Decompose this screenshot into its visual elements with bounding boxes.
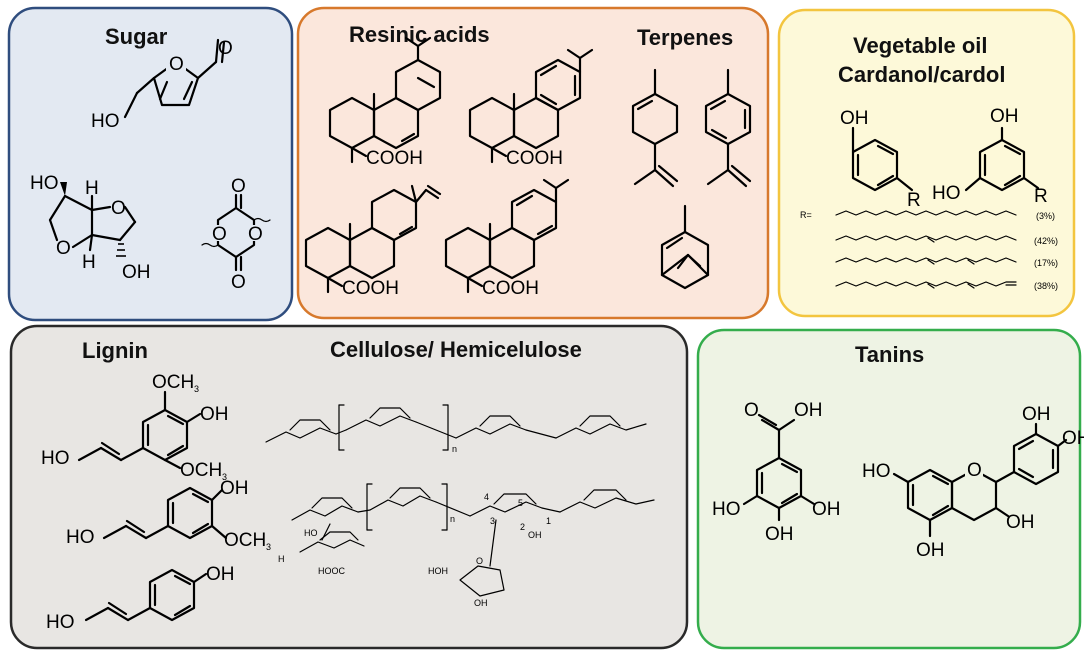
isosorbide-oh: OH	[122, 262, 151, 283]
catechin-oh-right: OH	[1062, 428, 1084, 449]
dehydroabietic-cooh: COOH	[506, 148, 563, 169]
gallic-ho-left: HO	[712, 499, 741, 520]
cardol-r: R	[1034, 186, 1048, 207]
catechin-oh-top: OH	[1022, 404, 1051, 425]
cardol-ho: HO	[932, 183, 961, 204]
isosorbide-h-top: H	[85, 178, 99, 199]
sinapyl-sub3-top: 3	[194, 384, 199, 394]
pimaric-acid-structure: COOH	[304, 184, 442, 299]
alkyl-chains: R= (3%) (42%) (17%) (38%)	[800, 210, 1058, 291]
glucuronic-hooc: HOOC	[318, 566, 346, 576]
tanins-panel	[696, 328, 1082, 650]
sinapyl-alcohol-structure: OCH 3 OH HO OCH 3	[41, 372, 229, 482]
cardol-oh: OH	[990, 106, 1019, 127]
levopimaric-cooh: COOH	[482, 278, 539, 299]
pimaric-cooh: COOH	[342, 278, 399, 299]
carbon-2-oh: OH	[528, 530, 542, 540]
carbon-1: 1	[546, 516, 551, 526]
pinene-structure	[660, 204, 710, 290]
chain-percent-3: (17%)	[1034, 258, 1058, 268]
sinapyl-och3-bottom: OCH	[180, 460, 222, 481]
chain-percent-4: (38%)	[1034, 281, 1058, 291]
arabinose-oh: OH	[474, 598, 488, 608]
coniferyl-sub3: 3	[266, 542, 271, 552]
hmf-aldehyde-oxygen: O	[218, 38, 233, 59]
arabinose-o: O	[476, 556, 483, 566]
lactide-o-top: O	[231, 176, 246, 197]
chain-percent-2: (42%)	[1034, 236, 1058, 246]
hmf-ring-oxygen: O	[169, 54, 184, 75]
hmf-structure: O O HO	[91, 38, 233, 132]
cardanol-r: R	[907, 190, 921, 211]
lactide-structure: O O O O	[201, 176, 271, 293]
isosorbide-h-bottom: H	[82, 252, 96, 273]
coniferyl-oh: OH	[220, 478, 249, 499]
gallic-carbonyl-o: O	[744, 400, 759, 421]
terpenes-title: Terpenes	[637, 25, 733, 50]
cardanol-title: Cardanol/cardol	[838, 62, 1005, 87]
catechin-oh-c3: OH	[1006, 512, 1035, 533]
vegetable-oil-title: Vegetable oil	[853, 33, 988, 58]
arabinose-hoh2c: HOH	[428, 566, 448, 576]
coniferyl-alcohol-structure: OH HO OCH 3	[66, 478, 271, 552]
resinic-terpenes-panel	[296, 6, 770, 320]
coumaryl-ho: HO	[46, 612, 75, 633]
gallic-acid-oh: OH	[794, 400, 823, 421]
carbon-4: 4	[484, 492, 489, 502]
abietic-acid-structure: COOH	[328, 36, 442, 169]
branch-ho: HO	[304, 528, 318, 538]
carbon-5: 5	[518, 498, 523, 508]
coumaryl-oh: OH	[206, 564, 235, 585]
gallic-oh-bottom: OH	[765, 524, 794, 545]
gallic-oh-right: OH	[812, 499, 841, 520]
cellulose-title: Cellulose/ Hemicelulose	[330, 337, 582, 362]
coniferyl-och3: OCH	[224, 530, 266, 551]
lignin-cellulose-panel	[9, 324, 689, 650]
carbon-2: 2	[520, 522, 525, 532]
catechin-structure: OH OH HO O OH OH	[862, 404, 1084, 561]
sinapyl-sub3-bottom: 3	[222, 472, 227, 482]
cardol-structure: OH HO R	[932, 106, 1048, 207]
dehydroabietic-acid-structure: COOH	[468, 48, 594, 169]
abietic-cooh: COOH	[366, 148, 423, 169]
cellulose-chain: n	[265, 404, 647, 454]
lactide-o-bottom: O	[231, 272, 246, 293]
levopimaric-acid-structure: COOH	[444, 178, 570, 299]
isosorbide-structure: HO H O O H OH	[30, 173, 151, 283]
hemicellulose-n: n	[450, 514, 455, 524]
catechin-oh-bottom: OH	[916, 540, 945, 561]
chain-percent-1: (3%)	[1036, 211, 1055, 221]
resinic-acids-title: Resinic acids	[349, 22, 490, 47]
sugar-title: Sugar	[105, 24, 168, 49]
isosorbide-ho: HO	[30, 173, 59, 194]
hmf-hydroxyl: HO	[91, 111, 120, 132]
cellulose-n: n	[452, 444, 457, 454]
catechin-ho-left: HO	[862, 461, 891, 482]
hemicellulose-chain: n 4 5 3 2 1 OH H HOOC HOH O OH HO	[278, 483, 655, 608]
vegetable-oil-panel	[777, 8, 1076, 318]
methyl-h3co: H	[278, 554, 285, 564]
limonene-structure	[631, 68, 679, 188]
sugar-panel	[7, 6, 294, 322]
catechin-ring-o: O	[967, 460, 982, 481]
r-equals-label: R=	[800, 210, 812, 220]
sinapyl-och3-top: OCH	[152, 372, 194, 393]
cymene-structure	[704, 68, 752, 188]
lactide-o-left: O	[212, 224, 227, 245]
coumaryl-alcohol-structure: OH HO	[46, 564, 235, 633]
lignin-title: Lignin	[82, 338, 148, 363]
sinapyl-ho: HO	[41, 448, 70, 469]
cardanol-oh: OH	[840, 108, 869, 129]
coniferyl-ho: HO	[66, 527, 95, 548]
tanins-title: Tanins	[855, 342, 924, 367]
gallic-acid-structure: O OH HO OH OH	[712, 400, 841, 545]
cardanol-structure: OH R	[840, 108, 921, 211]
sinapyl-oh: OH	[200, 404, 229, 425]
lactide-o-right: O	[248, 224, 263, 245]
isosorbide-o-right: O	[111, 198, 126, 219]
carbon-3: 3	[490, 516, 495, 526]
isosorbide-o-left: O	[56, 238, 71, 259]
